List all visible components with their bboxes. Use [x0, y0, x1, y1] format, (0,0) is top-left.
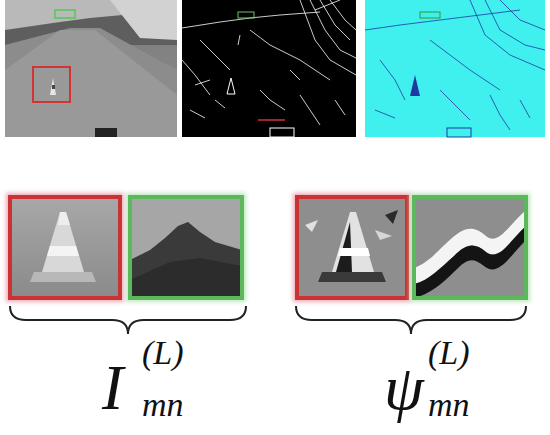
symbol-main: I: [102, 356, 123, 420]
subscript: mn: [142, 388, 184, 422]
edge-map: [182, 0, 356, 137]
superscript: (L): [428, 336, 470, 370]
camera-image: [5, 0, 177, 137]
symbol-main: ψ: [384, 356, 424, 420]
bracket: [10, 306, 246, 334]
superscript: (L): [142, 336, 184, 370]
phase-patches: [293, 193, 530, 302]
intensity-patches: [6, 193, 246, 302]
subscript: mn: [428, 388, 470, 422]
phase-map: [365, 0, 545, 137]
bracket: [296, 306, 526, 334]
